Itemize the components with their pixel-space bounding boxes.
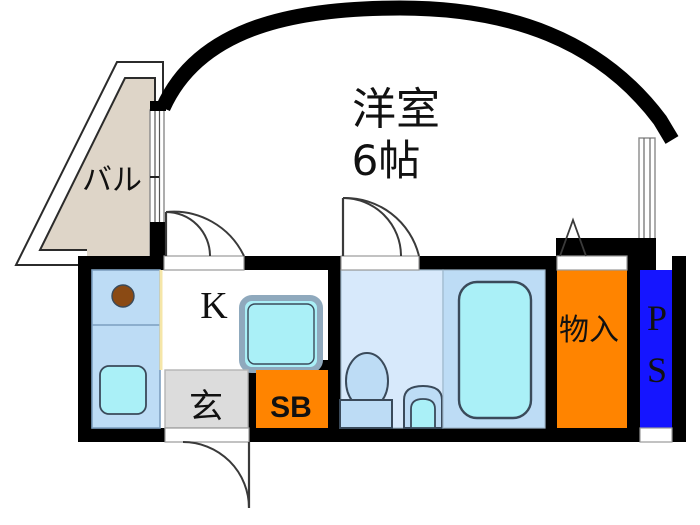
living-door-right-opening — [340, 255, 420, 271]
living-door-right[interactable] — [340, 196, 420, 271]
living-door-right-swing-arc-outer — [342, 196, 420, 257]
entrance-door[interactable] — [164, 427, 251, 509]
closet-bottom-wall — [557, 428, 627, 442]
closet-fill — [557, 270, 627, 428]
closet-folding-marker — [559, 217, 587, 257]
wall-bath-closet-divider — [545, 256, 557, 442]
wall-kitchen-left — [78, 256, 92, 442]
washer-pan-inner — [247, 303, 315, 365]
balcony-area: バル — [14, 61, 164, 266]
western-room-area: 洋室 6帖 — [352, 84, 440, 185]
sliding-door-head-jamb — [150, 101, 166, 111]
genkan-floor — [164, 369, 249, 429]
kitchen-label: K — [200, 285, 228, 327]
ps-label-p: P — [647, 298, 667, 338]
toilet-room — [339, 269, 444, 429]
shoe-box-fill — [256, 370, 328, 428]
wall-living-bottom-right — [418, 256, 556, 270]
ps-bottom-opening — [639, 427, 673, 443]
entrance-genkan: 玄 — [164, 369, 249, 429]
western-room-label: 洋室 — [352, 84, 440, 135]
wash-basin-bowl — [410, 398, 436, 429]
closet-bottom-detail — [557, 428, 627, 442]
wall-genkan-sb-divider — [248, 366, 256, 428]
entrance-door-swing-arc — [182, 441, 250, 509]
ps-label-s: S — [647, 350, 667, 390]
living-door-left-swing-arc — [165, 211, 211, 257]
bathtub-icon — [457, 280, 533, 420]
washing-machine-pan — [239, 295, 323, 373]
ps-access-hatch — [639, 427, 673, 443]
arc-wall-line — [156, 0, 679, 144]
closet-door-opening — [556, 255, 628, 271]
living-door-left-opening — [163, 255, 245, 271]
wall-kitchen-toilet-divider — [328, 256, 341, 442]
stove-burner-icon — [111, 284, 135, 308]
living-door-left[interactable] — [163, 210, 245, 271]
toilet-tank-icon — [339, 399, 393, 429]
entrance-door-opening — [164, 427, 250, 443]
wall-right-exterior — [672, 256, 686, 442]
curved-exterior-wall — [156, 0, 679, 144]
shoe-box: SB — [256, 370, 328, 428]
kitchen-sink-icon — [99, 365, 147, 415]
western-room-size-label: 6帖 — [352, 136, 421, 185]
storage-closet: 物入 — [557, 270, 627, 428]
bath-room — [442, 269, 546, 429]
closet-folding-door[interactable] — [556, 217, 628, 271]
pipe-space: P S PS — [640, 270, 672, 428]
wall-closet-ps-divider — [627, 256, 640, 442]
balcony-sliding-door[interactable] — [149, 101, 166, 265]
right-window-frame — [638, 137, 656, 247]
shoe-box-label: SB — [270, 391, 312, 424]
wall-counter-head — [78, 256, 164, 270]
living-door-left-swing-arc-outer — [165, 210, 245, 257]
balcony-label: バル — [82, 163, 142, 198]
kitchen-counter — [91, 269, 163, 429]
closet-label-line1: 物入 — [559, 313, 619, 348]
ps-fill — [640, 270, 672, 428]
sliding-door-sill-jamb — [150, 222, 166, 265]
genkan-label: 玄 — [189, 387, 223, 427]
living-window-right[interactable] — [638, 137, 656, 247]
wall-living-bottom-mid — [243, 256, 341, 270]
living-door-right-swing-arc — [342, 197, 402, 257]
